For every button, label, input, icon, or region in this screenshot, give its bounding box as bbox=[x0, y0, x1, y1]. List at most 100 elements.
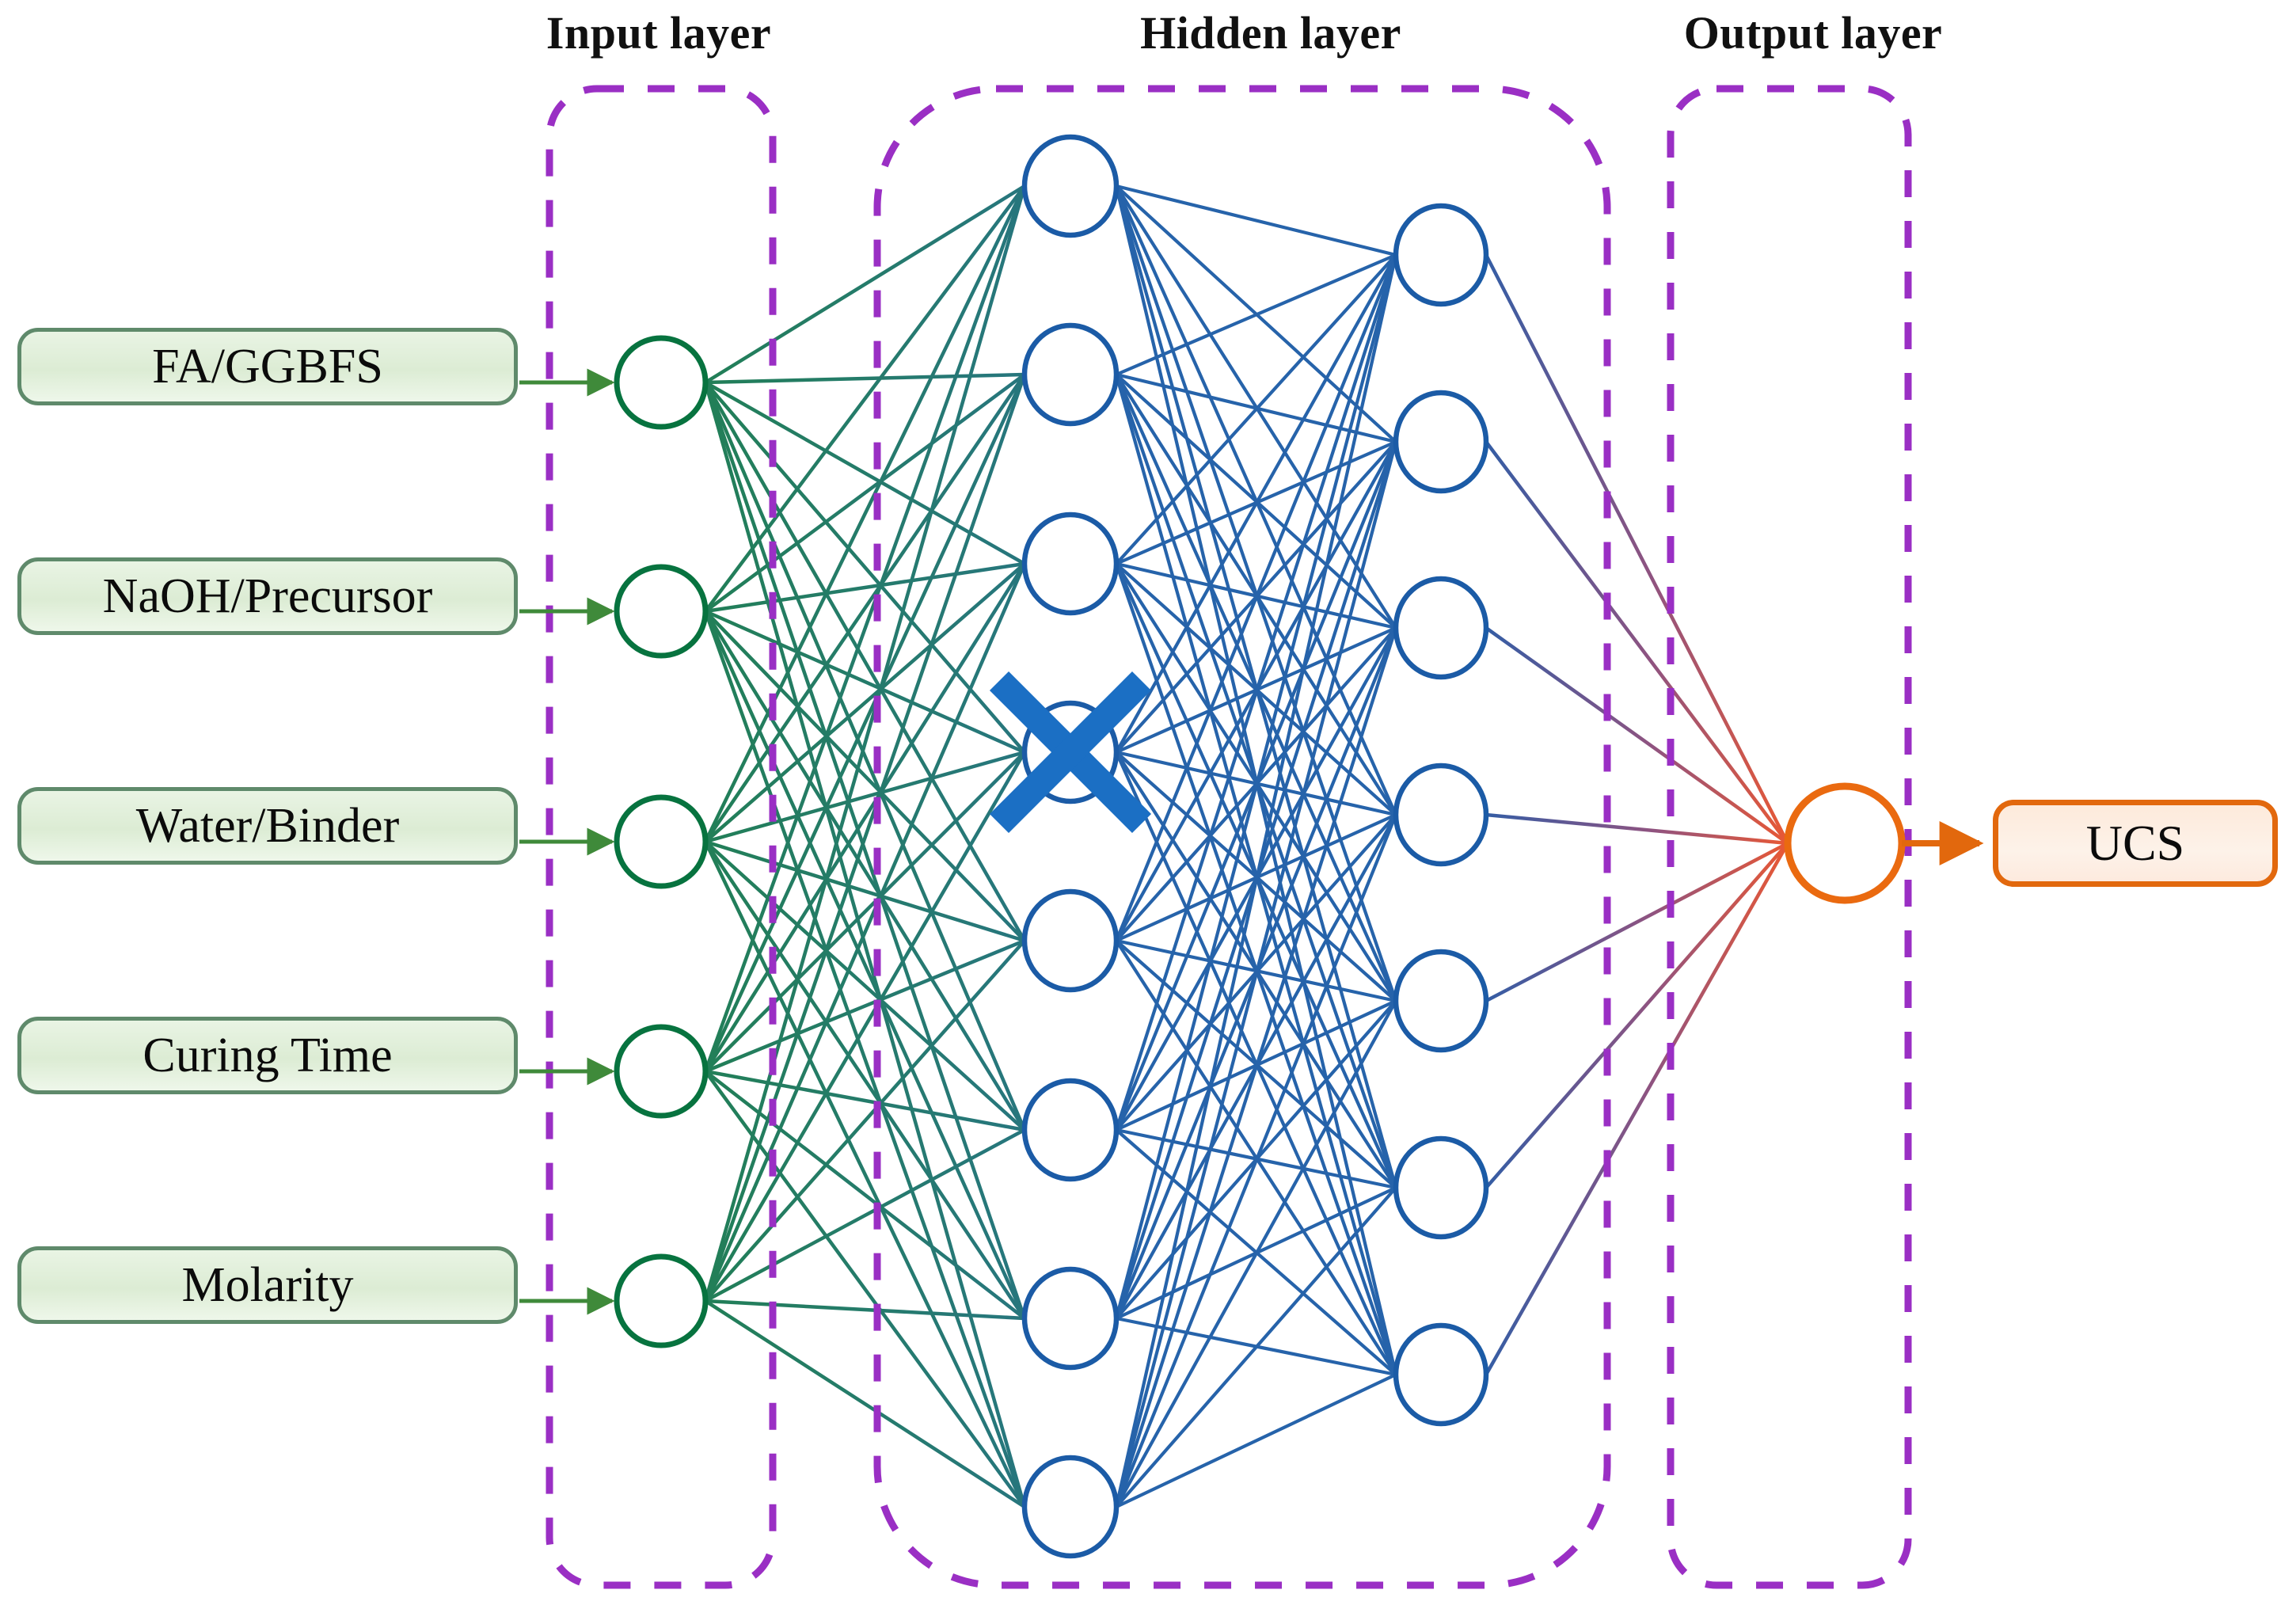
connection-line bbox=[703, 374, 1027, 1072]
input-box-label: Molarity bbox=[181, 1257, 354, 1312]
input-neuron[interactable] bbox=[614, 794, 709, 889]
connection-line bbox=[704, 184, 1026, 613]
input-box-fa-ggbfs[interactable]: FA/GGBFS bbox=[17, 328, 518, 405]
connection-line bbox=[1485, 626, 1789, 845]
output-layer-title: Output layer bbox=[1683, 7, 1943, 59]
connection-line bbox=[1484, 253, 1790, 845]
input-layer-title: Input layer bbox=[546, 7, 772, 59]
connection-line bbox=[704, 751, 1026, 1073]
hidden-layer-title: Hidden layer bbox=[1140, 7, 1401, 59]
connection-line bbox=[705, 839, 1025, 943]
connection-line bbox=[703, 610, 1027, 1508]
connection-line bbox=[1114, 627, 1398, 1508]
connection-line bbox=[705, 1069, 1025, 1132]
connection-line bbox=[1115, 253, 1397, 754]
input-neurons[interactable] bbox=[614, 335, 709, 1348]
connection-line bbox=[1485, 842, 1789, 1189]
connection-line bbox=[1115, 253, 1397, 565]
input-feed-arrows bbox=[519, 368, 615, 1315]
links-hidden1-to-hidden2 bbox=[1114, 184, 1398, 1508]
input-box-molarity[interactable]: Molarity bbox=[17, 1246, 518, 1324]
connection-line bbox=[705, 938, 1025, 1074]
dropout-stroke bbox=[989, 671, 1152, 834]
hidden-neuron[interactable] bbox=[1021, 1266, 1120, 1371]
hidden2-neurons[interactable] bbox=[1393, 203, 1489, 1427]
connection-line bbox=[705, 609, 1025, 755]
connection-line bbox=[1114, 254, 1398, 1508]
connection-line bbox=[704, 184, 1026, 384]
input-neuron[interactable] bbox=[614, 335, 709, 430]
connection-line bbox=[704, 1128, 1026, 1303]
connection-line bbox=[1115, 814, 1397, 1508]
connection-line bbox=[1116, 184, 1397, 257]
links-hidden2-to-output bbox=[1484, 253, 1790, 1376]
layer-group-outlines bbox=[546, 85, 1912, 1589]
connection-line bbox=[1115, 999, 1397, 1508]
connection-line bbox=[703, 374, 1027, 1302]
input-box-label: Water/Binder bbox=[135, 798, 400, 853]
input-box-water-binder[interactable]: Water/Binder bbox=[17, 787, 518, 865]
connection-line bbox=[703, 185, 1027, 842]
connection-line bbox=[704, 562, 1026, 843]
connection-line bbox=[1485, 812, 1789, 846]
connection-line bbox=[705, 750, 1025, 844]
input-neuron[interactable] bbox=[614, 1253, 709, 1348]
connection-line bbox=[704, 381, 1026, 942]
input-box-curing-time[interactable]: Curing Time bbox=[17, 1017, 518, 1094]
hidden-neuron[interactable] bbox=[1021, 1078, 1120, 1182]
hidden-neuron[interactable] bbox=[1393, 763, 1489, 867]
hidden-neuron[interactable] bbox=[1393, 576, 1489, 680]
input-box-naoh-precursor[interactable]: NaOH/Precursor bbox=[17, 557, 518, 635]
connection-line bbox=[704, 381, 1026, 754]
hidden-neuron[interactable] bbox=[1393, 203, 1489, 307]
connection-line bbox=[704, 562, 1026, 1073]
hidden-neuron[interactable] bbox=[1393, 1135, 1489, 1240]
connection-line bbox=[1114, 254, 1398, 1319]
connection-line bbox=[704, 939, 1026, 1303]
input-neuron[interactable] bbox=[614, 1024, 709, 1119]
input-box-label: FA/GGBFS bbox=[152, 339, 383, 394]
connection-line bbox=[1485, 842, 1789, 1002]
output-box-label: UCS bbox=[2085, 815, 2185, 871]
input-neuron[interactable] bbox=[614, 564, 709, 659]
hidden-neuron[interactable] bbox=[1021, 512, 1120, 616]
output-layer-group bbox=[1667, 85, 1912, 1589]
connection-line bbox=[1485, 440, 1789, 845]
connection-line bbox=[704, 610, 1026, 1131]
hidden-neuron[interactable] bbox=[1021, 1455, 1120, 1559]
connection-line bbox=[704, 610, 1026, 942]
connection-line bbox=[704, 373, 1026, 843]
output-box-ucs[interactable]: UCS bbox=[1993, 800, 2278, 887]
connection-line bbox=[703, 185, 1027, 1072]
connection-line bbox=[1115, 1186, 1397, 1508]
hidden-neuron[interactable] bbox=[1021, 888, 1120, 993]
connection-line bbox=[1114, 254, 1398, 1131]
connection-line bbox=[704, 840, 1026, 1131]
connection-line bbox=[703, 563, 1027, 1302]
connection-line bbox=[705, 1299, 1025, 1321]
input-box-label: Curing Time bbox=[143, 1028, 393, 1082]
links-input-to-hidden1 bbox=[703, 184, 1027, 1508]
hidden-neuron[interactable] bbox=[1393, 949, 1489, 1053]
input-layer-group bbox=[546, 85, 777, 1589]
hidden-neuron[interactable] bbox=[1393, 390, 1489, 494]
connection-line bbox=[705, 372, 1025, 385]
input-box-label: NaOH/Precursor bbox=[102, 569, 433, 623]
connection-line bbox=[1114, 441, 1398, 1508]
connection-line bbox=[704, 751, 1026, 1303]
connection-line bbox=[704, 1299, 1026, 1508]
output-neuron[interactable] bbox=[1784, 782, 1906, 904]
connection-line bbox=[1115, 254, 1397, 941]
hidden1-neurons[interactable] bbox=[1021, 134, 1120, 1559]
connection-line bbox=[1116, 253, 1397, 376]
connection-line bbox=[705, 561, 1025, 614]
connection-line bbox=[1116, 1373, 1397, 1508]
hidden-neuron[interactable] bbox=[1021, 134, 1120, 238]
hidden-neuron[interactable] bbox=[1021, 322, 1120, 427]
connection-line bbox=[703, 185, 1027, 1302]
connection-line bbox=[704, 373, 1026, 613]
dropout-x-icon bbox=[989, 671, 1152, 834]
hidden-neuron[interactable] bbox=[1393, 1322, 1489, 1427]
